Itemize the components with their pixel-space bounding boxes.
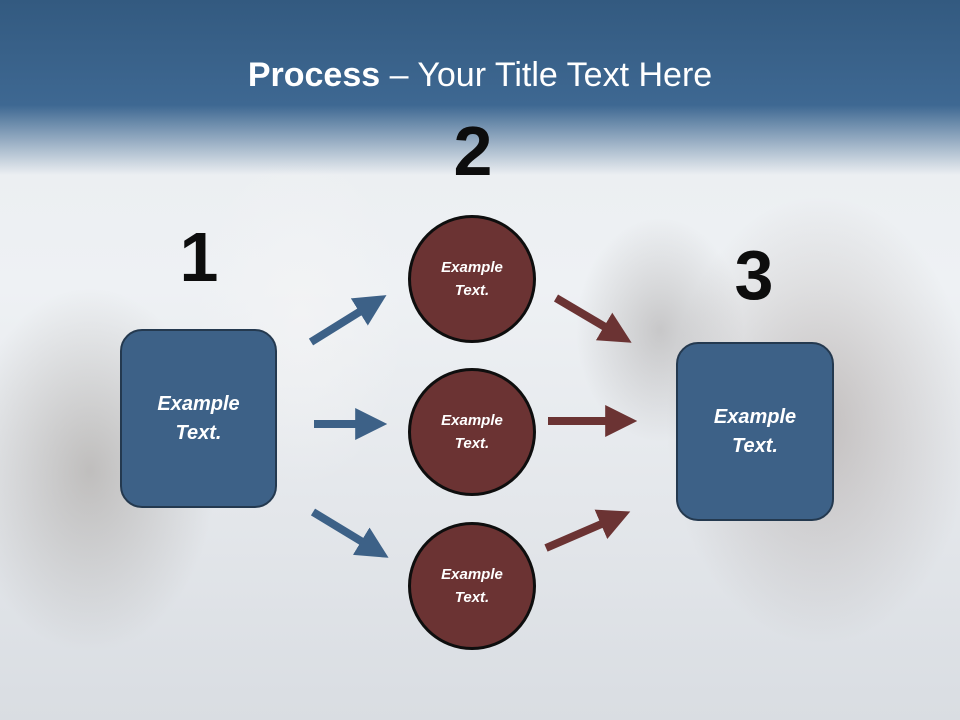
right-process-box: Example Text. xyxy=(676,342,834,521)
process-circle-top: Example Text. xyxy=(408,215,536,343)
step-number-3: 3 xyxy=(734,236,774,314)
process-circle-bottom: Example Text. xyxy=(408,522,536,650)
left-box-line1: Example xyxy=(157,392,240,415)
title-rest: – Your Title Text Here xyxy=(380,56,713,94)
slide-title: Process – Your Title Text Here xyxy=(0,53,960,97)
circle-bottom-line1: Example xyxy=(441,566,503,583)
step-number-1: 1 xyxy=(179,218,219,296)
left-process-box: Example Text. xyxy=(120,329,277,508)
circle-middle-line2: Text. xyxy=(454,435,490,452)
title-bold: Process xyxy=(247,56,381,94)
left-box-line2: Text. xyxy=(175,421,222,444)
arrow-right-down xyxy=(544,509,631,552)
circle-top-line2: Text. xyxy=(454,282,490,299)
arrow-left-down xyxy=(310,508,389,558)
circle-bottom-line2: Text. xyxy=(454,589,490,606)
right-box-line2: Text. xyxy=(732,434,778,457)
arrow-right-up xyxy=(553,294,632,343)
process-circle-middle: Example Text. xyxy=(408,368,536,496)
title-banner xyxy=(0,0,960,175)
step-number-2: 2 xyxy=(453,112,493,190)
circle-middle-line1: Example xyxy=(441,412,503,429)
circle-top-line1: Example xyxy=(441,259,503,276)
right-box-line1: Example xyxy=(713,405,797,428)
arrow-left-up xyxy=(308,295,387,346)
